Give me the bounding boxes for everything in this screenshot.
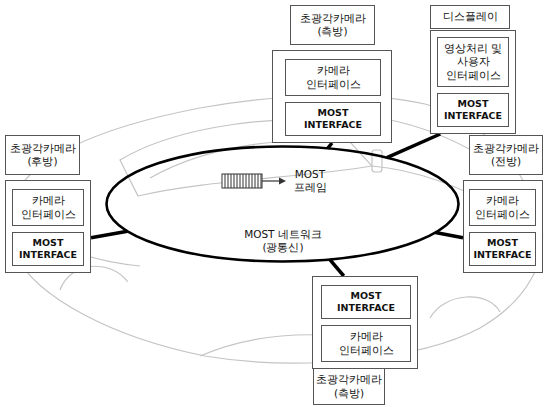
frame-label: MOST 프레임 (289, 168, 331, 194)
interface-box: 카메라 인터페이스 (12, 189, 84, 226)
box-label: MOST INTERFACE (442, 98, 504, 122)
camera-unit: 카메라 인터페이스 MOST INTERFACE (5, 180, 91, 273)
camera-unit: 카메라 인터페이스 MOST INTERFACE (463, 180, 543, 273)
box-label: 디스플레이 (443, 10, 498, 23)
most-interface-box: MOST INTERFACE (285, 102, 381, 136)
most-interface-box: MOST INTERFACE (437, 93, 509, 127)
camera-box: 초광각카메라 (측방) (290, 5, 375, 45)
box-label: 카메라 인터페이스 (326, 330, 406, 356)
camera-unit: 카메라 인터페이스 MOST INTERFACE (272, 50, 392, 143)
network-link (330, 259, 344, 276)
most-frame-icon (222, 174, 286, 188)
camera-box: 초광각카메라 (후방) (5, 135, 80, 175)
box-label: 카메라 인터페이스 (474, 194, 531, 220)
camera-box: 초광각카메라 (측방) (313, 368, 385, 405)
interface-box: 카메라 인터페이스 (285, 59, 381, 96)
box-label: 초광각카메라 (측방) (316, 373, 382, 399)
network-link (435, 233, 463, 238)
box-label: MOST INTERFACE (290, 107, 376, 131)
box-label: MOST INTERFACE (326, 290, 406, 314)
camera-box: 초광각카메라 (전방) (469, 135, 543, 175)
network-label: MOST 네트워크 (광통신) (238, 228, 328, 254)
display-box: 디스플레이 (430, 5, 510, 29)
most-interface-box: MOST INTERFACE (321, 285, 411, 319)
interface-box: 카메라 인터페이스 (321, 325, 411, 362)
box-label: 초광각카메라 (전방) (473, 142, 539, 168)
interface-box: 영상처리 및 사용자 인터페이스 (437, 37, 509, 87)
box-label: 카메라 인터페이스 (290, 64, 376, 90)
box-label: MOST INTERFACE (474, 237, 532, 261)
interface-box: 카메라 인터페이스 (469, 189, 536, 226)
box-label: 초광각카메라 (후방) (10, 142, 76, 168)
box-label: MOST INTERFACE (17, 237, 79, 261)
most-interface-box: MOST INTERFACE (12, 232, 84, 266)
most-network-ring: MOST 네트워크 (광통신) (105, 145, 460, 263)
most-interface-box: MOST INTERFACE (469, 232, 536, 266)
network-link (91, 231, 128, 237)
display-unit: 영상처리 및 사용자 인터페이스 MOST INTERFACE (430, 30, 516, 134)
network-link (387, 134, 440, 158)
box-label: 카메라 인터페이스 (17, 194, 79, 220)
box-label: 영상처리 및 사용자 인터페이스 (442, 42, 504, 81)
camera-unit: MOST INTERFACE 카메라 인터페이스 (312, 276, 418, 369)
box-label: 초광각카메라 (측방) (295, 12, 370, 38)
